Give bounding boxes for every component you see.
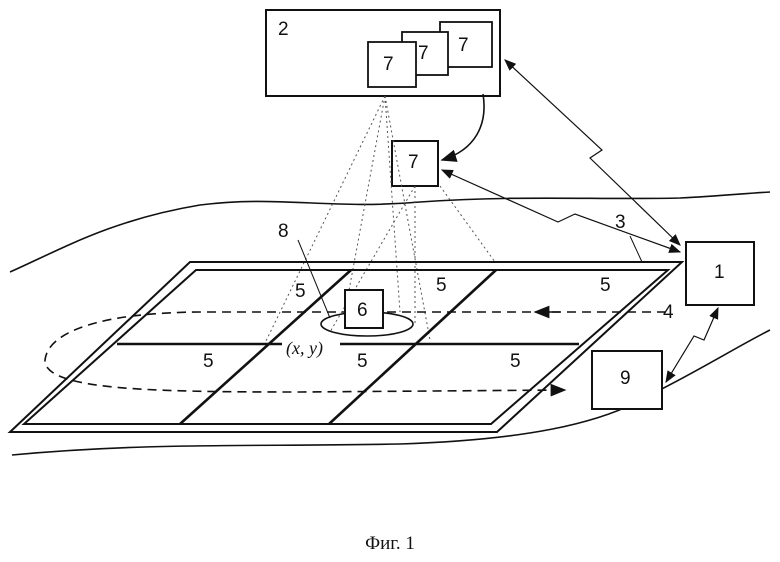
cell-label-top-mid: 5 <box>436 275 447 296</box>
field-leader <box>630 236 642 262</box>
cell-label-top-left: 5 <box>295 281 306 302</box>
cell-label-bot-left: 5 <box>203 351 214 372</box>
coordinates-label: (x, y) <box>286 338 323 359</box>
zone-leader <box>298 240 330 318</box>
link-station-unit <box>666 308 718 382</box>
cell-label-top-right: 5 <box>600 275 611 296</box>
unit-label: 9 <box>620 368 631 389</box>
camera-card-1-label: 7 <box>383 54 394 75</box>
route-label: 4 <box>663 302 674 323</box>
camera-card-3-label: 7 <box>458 35 469 56</box>
figure-caption: Фиг. 1 <box>0 533 780 555</box>
server-label: 2 <box>278 19 289 40</box>
camera-drone-label: 7 <box>408 152 419 173</box>
station-label: 1 <box>714 262 725 283</box>
server-to-camera-arrow <box>442 94 484 160</box>
camera-card-2-label: 7 <box>418 43 429 64</box>
cell-label-bot-mid: 5 <box>357 351 368 372</box>
machine-label: 6 <box>357 300 368 321</box>
cell-label-bot-right: 5 <box>510 351 521 372</box>
zone-label: 8 <box>278 221 289 242</box>
link-station-server <box>505 60 680 245</box>
terrain-top-line <box>10 192 770 272</box>
